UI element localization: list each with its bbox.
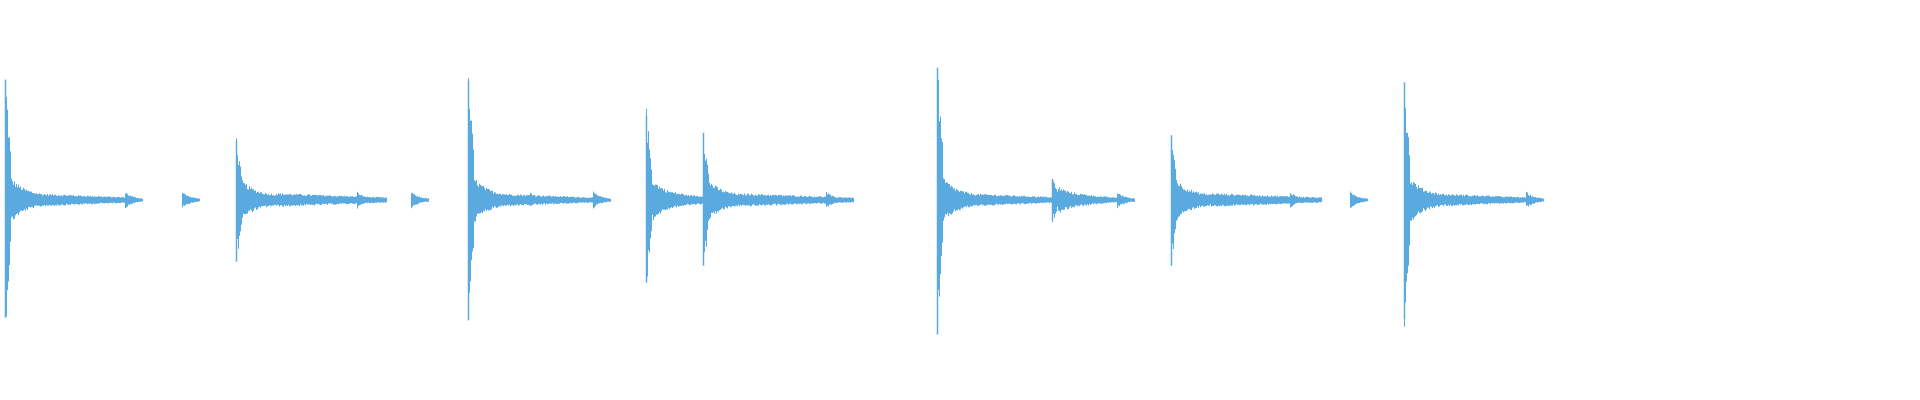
waveform-trace <box>4 67 1544 335</box>
